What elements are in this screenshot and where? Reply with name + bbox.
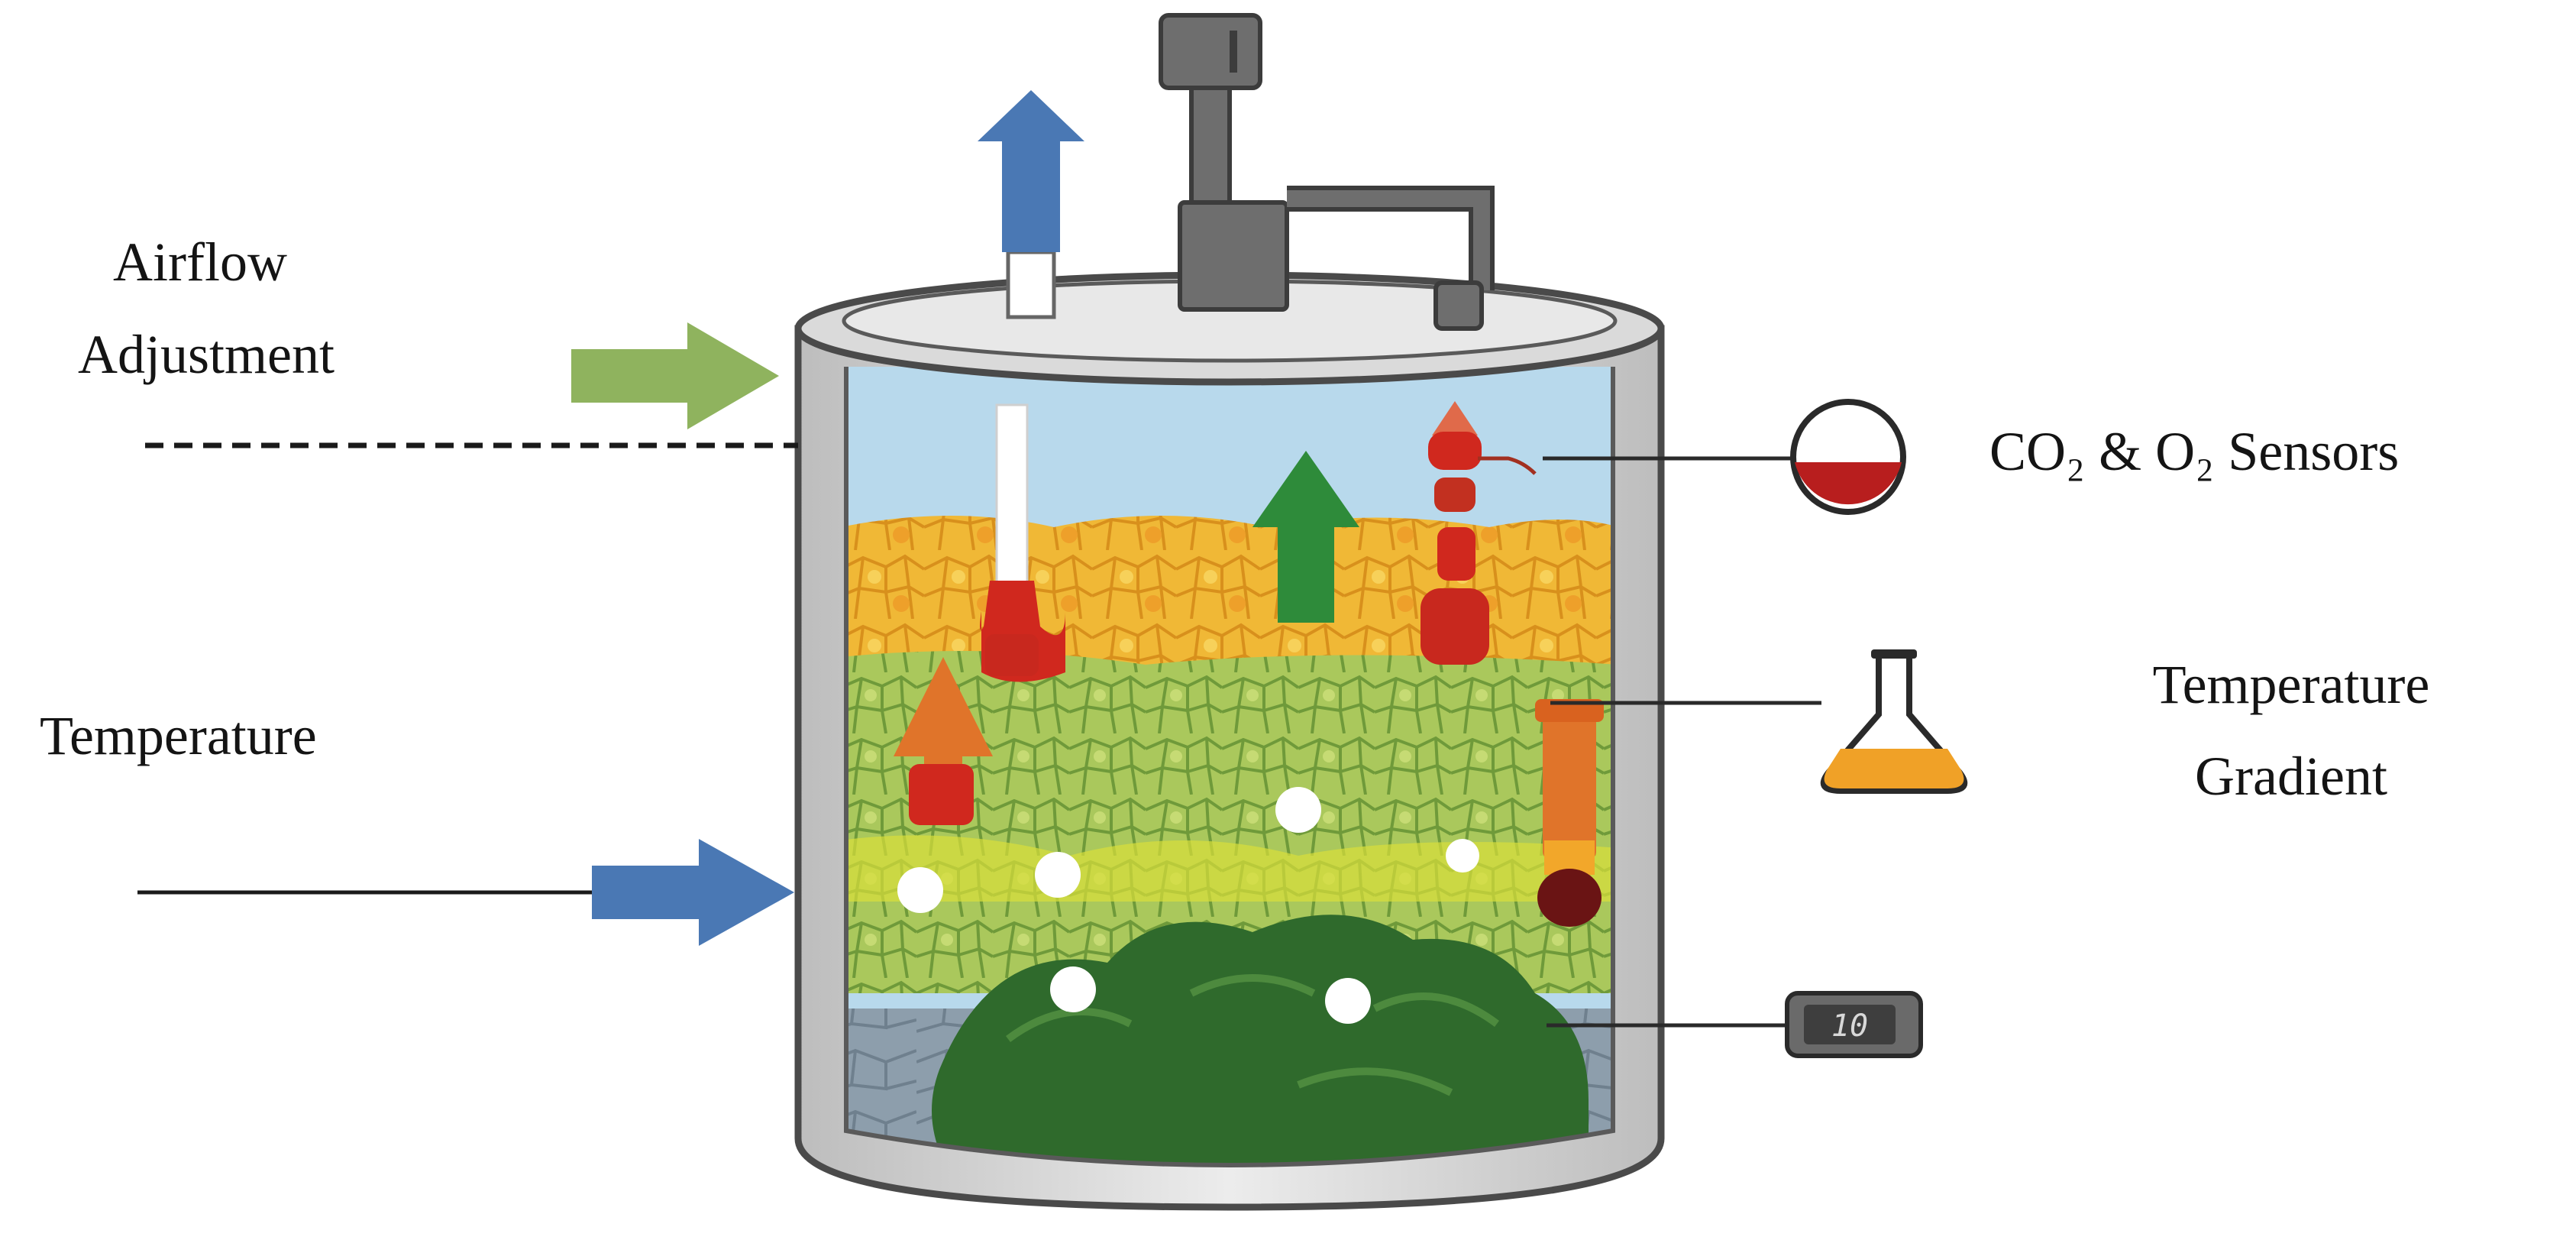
bubble: [1325, 978, 1371, 1024]
probe-lower-left: [894, 657, 993, 825]
gradient-label-line2: Gradient: [2195, 746, 2387, 807]
rising-arrow-icon: [1252, 451, 1359, 623]
meter-readout: 10: [1831, 1009, 1868, 1044]
bubble: [1446, 839, 1479, 873]
heat-inlet-arrow-icon: [592, 839, 794, 946]
probe-left: [980, 581, 1065, 682]
bubble: [1035, 852, 1081, 898]
temp-sensor-icon: [1820, 649, 1968, 794]
airflow-label-line1: Airflow: [113, 231, 287, 293]
meter-icon: 10: [1785, 991, 1923, 1058]
airflow-label-line2: Adjustment: [78, 324, 335, 385]
bubble: [1275, 787, 1321, 833]
temperature-label: Temperature: [40, 705, 317, 766]
gas-sensor-icon: [1790, 399, 1906, 515]
exhaust-arrow-icon: [978, 90, 1084, 252]
thermo-probe: [1535, 699, 1604, 927]
gas-sensors-label: CO₂ & O₂ Sensors: [1989, 421, 2400, 482]
air-inlet-arrow-icon: [571, 322, 779, 429]
bubble: [1050, 966, 1096, 1012]
gradient-label-line1: Temperature: [2152, 654, 2430, 715]
vessel-contents: [846, 367, 1613, 1165]
vessel: [794, 271, 1665, 1211]
agitator-assembly: [1159, 13, 1495, 331]
bubble: [897, 867, 943, 913]
probe-right: [1421, 401, 1537, 665]
